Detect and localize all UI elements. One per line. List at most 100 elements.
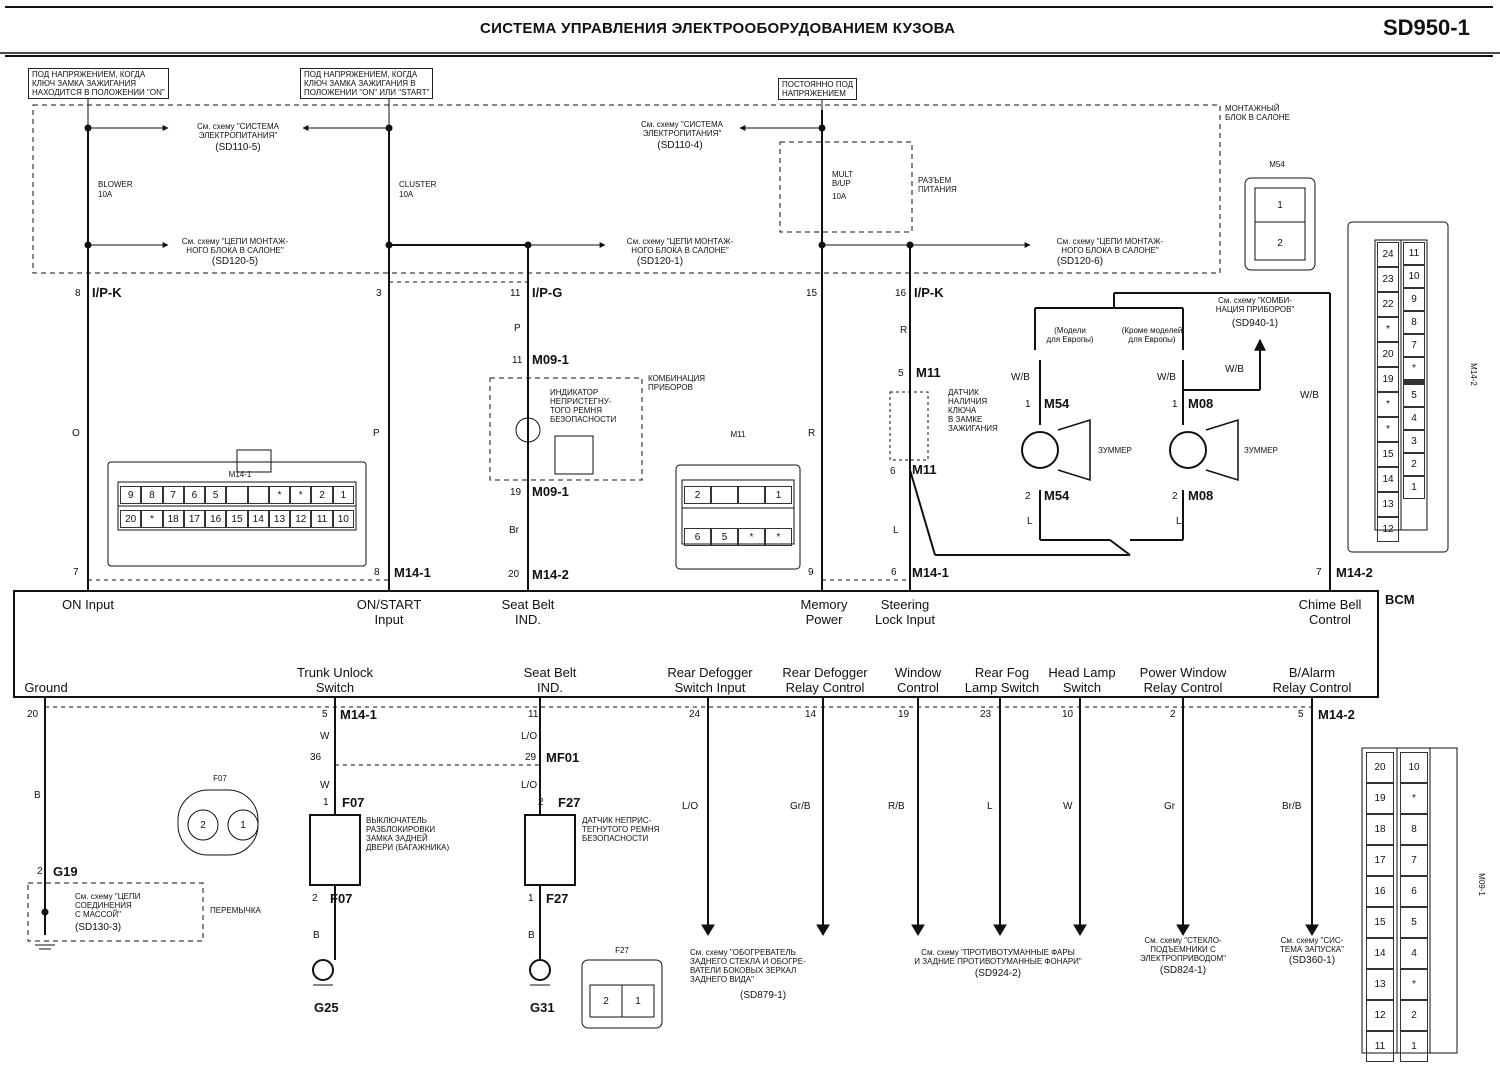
- connector-pin-cell: 5: [1400, 907, 1428, 938]
- wire-color: B: [313, 930, 320, 941]
- connector-pin-cell: *: [765, 528, 792, 546]
- connector-pin-cell: 6: [183, 486, 206, 504]
- fuse-cluster-rating: 10A: [399, 190, 414, 199]
- connector-pin-cell: 6: [1400, 876, 1428, 907]
- connector-pin-cell: 8: [1400, 814, 1428, 845]
- fuse-blower-rating: 10A: [98, 190, 113, 199]
- view-m11-title: M11: [730, 430, 746, 439]
- jumper-label: ПЕРЕМЫЧКА: [210, 906, 261, 915]
- bcm-trunk-unlock: Trunk Unlock Switch: [296, 665, 374, 695]
- connector-pin-cell: 7: [1403, 334, 1425, 357]
- connector-pin-cell: 15: [226, 510, 248, 528]
- wire-color: O: [72, 428, 80, 439]
- connector-m09-1-b: M09-1: [532, 484, 569, 499]
- wire-color: Gr/B: [790, 801, 811, 812]
- pin-label: 2: [312, 893, 318, 904]
- wire-color: W/B: [1300, 390, 1319, 401]
- wire-color: Br: [509, 525, 519, 536]
- ref-cluster: См. схему "КОМБИ- НАЦИЯ ПРИБОРОВ": [1215, 296, 1295, 314]
- connector-pin-cell: 2: [311, 486, 333, 504]
- bcm-window-control: Window Control: [894, 665, 942, 695]
- connector-pin-cell: 15: [1377, 442, 1399, 467]
- bcm-box: [13, 590, 1379, 698]
- connector-pin-cell: 2: [1403, 453, 1425, 476]
- pin-label: 14: [805, 709, 817, 720]
- connector-pin-cell: 11: [1403, 242, 1425, 265]
- wire-color: Gr: [1164, 801, 1176, 812]
- ref-power2: См. схему "СИСТЕМА ЭЛЕКТРОПИТАНИЯ": [641, 120, 723, 138]
- connector-pin-cell: 3: [1403, 430, 1425, 453]
- connector-pin-cell: 23: [1377, 267, 1399, 292]
- wire-color: P: [373, 428, 380, 439]
- europe-label: (Модели для Европы): [1046, 326, 1094, 344]
- buzzer-label: ЗУММЕР: [1098, 446, 1132, 455]
- ref-fog: См. схему "ПРОТИВОТУМАННЫЕ ФАРЫ И ЗАДНИЕ…: [914, 948, 1082, 966]
- connector-pin-cell: *: [1400, 969, 1428, 1000]
- ref-fog-code: (SD924-2): [974, 968, 1022, 979]
- pin-label: 11: [512, 355, 523, 366]
- connector-g31: G31: [530, 1000, 555, 1015]
- connector-pin-cell: 5: [205, 486, 227, 504]
- wire-color: L: [1027, 516, 1033, 527]
- connector-pin-cell: 8: [1403, 311, 1425, 334]
- wire-color: W: [1063, 801, 1073, 812]
- connector-pin-cell: 24: [1377, 242, 1399, 267]
- bcm-seatbelt-ind-2: Seat Belt IND.: [523, 665, 577, 695]
- bcm-label: BCM: [1385, 592, 1415, 607]
- connector-pin-cell: 13: [1366, 969, 1394, 1000]
- connector-pin-cell: 1: [1403, 476, 1425, 499]
- connector-pin-cell: 14: [247, 510, 269, 528]
- ref-defog: См. схему "ОБОГРЕВАТЕЛЬ ЗАДНЕГО СТЕКЛА И…: [690, 948, 806, 984]
- wire-color: L/O: [682, 801, 699, 812]
- connector-pin-cell: 13: [268, 510, 291, 528]
- view-f07-pin1: 1: [240, 820, 246, 831]
- ref-power1: См. схему "СИСТЕМА ЭЛЕКТРОПИТАНИЯ": [197, 122, 279, 140]
- wire-color: L: [1176, 516, 1182, 527]
- connector-pin-cell: *: [1400, 783, 1428, 814]
- pin-label: 7: [1316, 567, 1322, 578]
- connector-pin-cell: [711, 486, 738, 504]
- pin-label: 20: [508, 569, 520, 580]
- bcm-on-input: ON Input: [61, 597, 115, 612]
- diagram-code: SD950-1: [1383, 15, 1470, 40]
- connector-pin-cell: 18: [162, 510, 184, 528]
- connector-pin-cell: *: [141, 510, 163, 528]
- connector-pin-cell: 20: [1377, 342, 1399, 367]
- connector-pin-cell: 10: [1400, 752, 1428, 783]
- junction-block-outline: [32, 104, 1221, 274]
- ref-power2-code: (SD110-4): [657, 140, 703, 151]
- ref-power1-code: (SD110-5): [215, 142, 261, 153]
- connector-pin-cell: 13: [1377, 492, 1399, 517]
- connector-f07: F07: [342, 795, 365, 810]
- view-m54-pin2: 2: [1277, 238, 1283, 249]
- ref-jb1-code: (SD120-5): [211, 256, 259, 267]
- connector-pin-cell: 5: [711, 528, 738, 546]
- pin-label: 2: [538, 797, 544, 808]
- connector-pin-cell: 10: [332, 510, 354, 528]
- pin-label: 1: [528, 893, 534, 904]
- bcm-defog-relay: Rear Defogger Relay Control: [782, 665, 868, 695]
- connector-pin-cell: 7: [162, 486, 184, 504]
- connector-pin-cell: 18: [1366, 814, 1394, 845]
- power-label-on: ПОД НАПРЯЖЕНИЕМ, КОГДА КЛЮЧ ЗАМКА ЗАЖИГА…: [28, 68, 169, 99]
- connector-pin-cell: [226, 486, 248, 504]
- pin-label: 2: [1170, 709, 1176, 720]
- connector-pin-cell: 17: [1366, 845, 1394, 876]
- bcm-pw-relay: Power Window Relay Control: [1139, 665, 1227, 695]
- cluster-label: КОМБИНАЦИЯ ПРИБОРОВ: [648, 374, 706, 392]
- connector-pin-cell: *: [268, 486, 291, 504]
- view-m54-title: M54: [1269, 160, 1285, 169]
- connector-m14-1-b: M14-1: [912, 565, 949, 580]
- ref-jb1: См. схему "ЦЕПИ МОНТАЖ- НОГО БЛОКА В САЛ…: [181, 237, 289, 255]
- connector-f27-b: F27: [546, 891, 569, 906]
- buzzer-label-2: ЗУММЕР: [1244, 446, 1278, 455]
- connector-pin-cell: 19: [1366, 783, 1394, 814]
- wire-color: L: [987, 801, 993, 812]
- pin-label: 8: [75, 288, 81, 299]
- connector-ip-k-2: I/P-K: [914, 285, 944, 300]
- pin-label: 1: [1172, 399, 1178, 410]
